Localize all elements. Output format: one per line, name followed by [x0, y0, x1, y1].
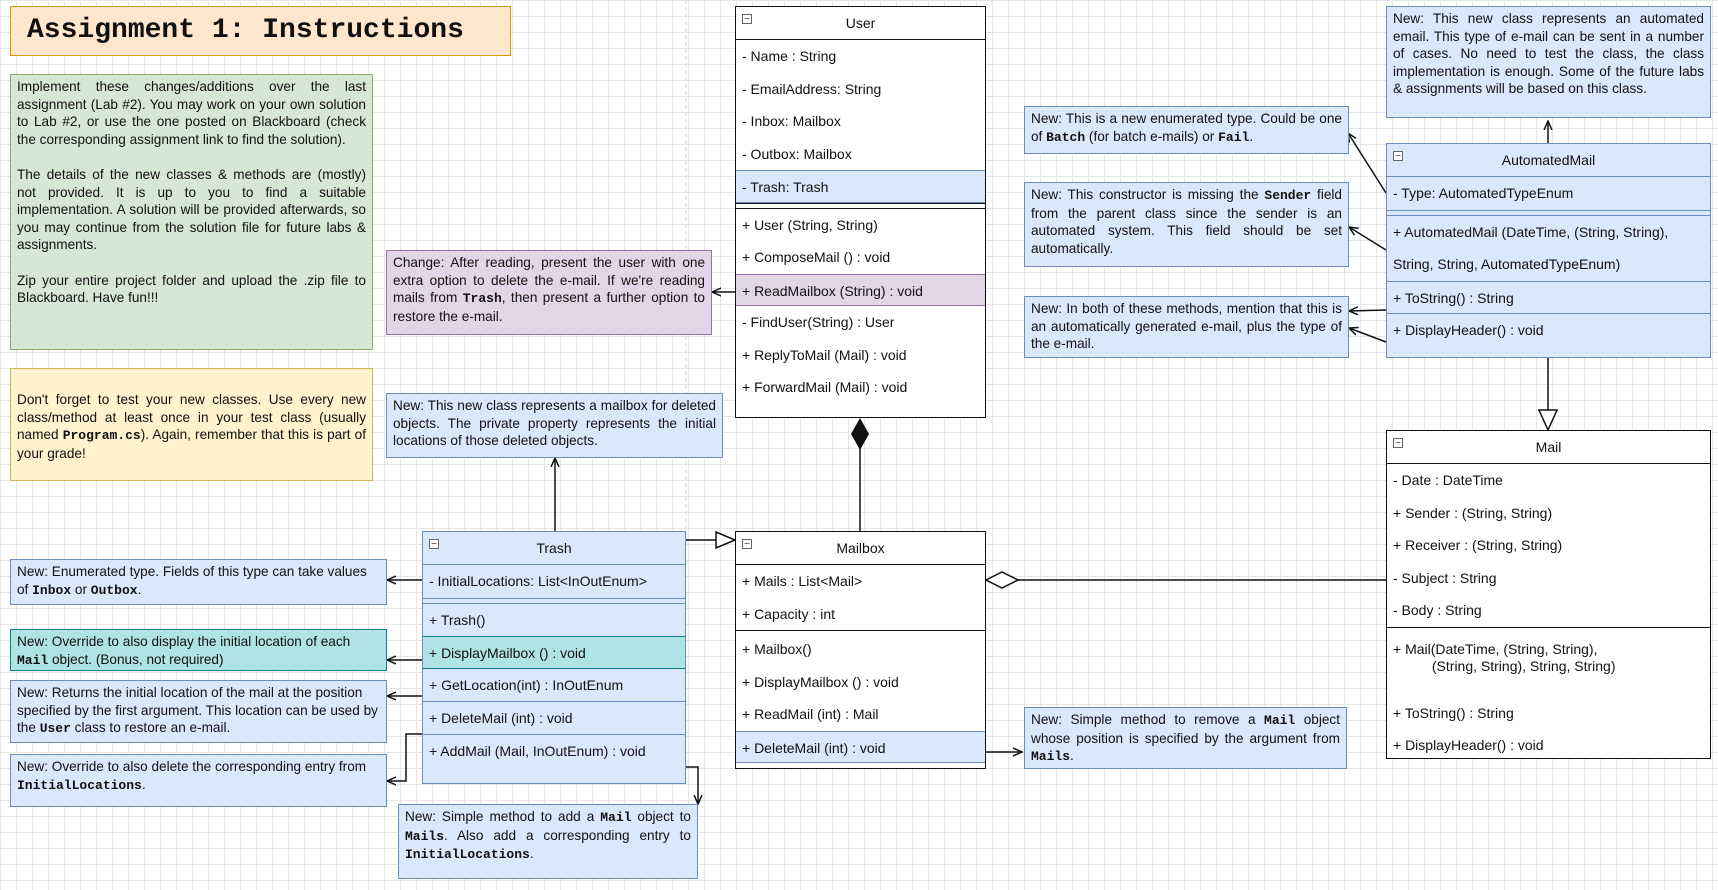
class-mail-name: Mail [1535, 439, 1562, 455]
trash-attr-initiallocations: - InitialLocations: List<InOutEnum> [429, 573, 647, 589]
mail-attr-date: - Date : DateTime [1393, 472, 1503, 488]
user-attr-name: - Name : String [742, 48, 837, 64]
instructions-paragraph-2: The details of the new classes & methods… [17, 167, 366, 252]
readmailbox-change-note: Change: After reading, present the user … [386, 250, 712, 335]
methods-note: New: In both of these methods, mention t… [1024, 296, 1349, 358]
collapse-icon[interactable]: − [429, 539, 439, 550]
trash-method-constructor: + Trash() [429, 611, 486, 628]
trash-method-addmail: + AddMail (Mail, InOutEnum) : void [423, 733, 685, 767]
user-method-composemail: + ComposeMail () : void [742, 249, 891, 265]
automatedmail-attr-type: - Type: AutomatedTypeEnum [1393, 185, 1574, 201]
mail-attr-body: - Body : String [1393, 602, 1482, 618]
mailbox-attr-capacity: + Capacity : int [742, 605, 835, 622]
instructions-paragraph-1: Implement these changes/additions over t… [17, 79, 366, 147]
user-attr-outbox: - Outbox: Mailbox [742, 145, 852, 162]
class-mailbox-name: Mailbox [836, 540, 885, 556]
class-mailbox[interactable]: − Mailbox + Mails : List<Mail> + Capacity… [735, 531, 986, 769]
instructions-paragraph-3: Zip your entire project folder and uploa… [17, 272, 366, 306]
mailbox-method-constructor: + Mailbox() [742, 641, 812, 657]
automatedmail-method-constructor-line1: + AutomatedMail (DateTime, (String, Stri… [1393, 223, 1669, 240]
mail-attr-subject: - Subject : String [1393, 569, 1497, 586]
automatedtypeenum-note: New: This is a new enumerated type. Coul… [1024, 106, 1349, 154]
automatedmail-method-displayheader: + DisplayHeader() : void [1387, 313, 1710, 346]
class-automatedmail-name: AutomatedMail [1501, 152, 1596, 168]
collapse-icon[interactable]: − [1393, 151, 1403, 162]
mailbox-method-readmail: + ReadMail (int) : Mail [742, 706, 879, 722]
collapse-icon[interactable]: − [1393, 438, 1403, 449]
separator [736, 630, 985, 633]
mail-attr-receiver: + Receiver : (String, String) [1393, 537, 1563, 553]
separator [423, 597, 685, 604]
class-automatedmail[interactable]: − AutomatedMail - Type: AutomatedTypeEnum… [1386, 143, 1711, 358]
user-method-constructor: + User (String, String) [742, 216, 878, 233]
class-mail[interactable]: − Mail - Date : DateTime + Sender : (Stri… [1386, 430, 1711, 759]
user-method-forwardmail: + ForwardMail (Mail) : void [742, 379, 908, 395]
collapse-icon[interactable]: − [742, 539, 752, 550]
trash-class-note: New: This new class represents a mailbox… [386, 393, 723, 458]
user-attr-trash: - Trash: Trash [736, 170, 985, 203]
mail-method-constructor: + Mail(DateTime, (String, String), (Stri… [1393, 640, 1616, 674]
mailbox-method-deletemail: + DeleteMail (int) : void [736, 730, 985, 763]
instructions-note: Implement these changes/additions over t… [10, 74, 373, 350]
displaymailbox-override-note: New: Override to also display the initia… [10, 629, 387, 671]
class-user-name: User [845, 15, 876, 31]
mail-attr-sender: + Sender : (String, String) [1393, 504, 1553, 521]
deletemail-override-note: New: Override to also delete the corresp… [10, 754, 387, 807]
mail-method-displayheader: + DisplayHeader() : void [1393, 737, 1544, 753]
separator [1387, 626, 1710, 631]
collapse-icon[interactable]: − [742, 14, 752, 25]
addmail-note: New: Simple method to add a Mail object … [398, 804, 698, 879]
class-trash-name: Trash [536, 540, 572, 556]
user-method-finduser: - FindUser(String) : User [742, 314, 895, 330]
separator [1387, 209, 1710, 216]
mailbox-method-displaymailbox: + DisplayMailbox () : void [742, 673, 899, 690]
trash-method-displaymailbox: + DisplayMailbox () : void [423, 636, 685, 669]
class-trash[interactable]: − Trash - InitialLocations: List<InOutEnu… [422, 531, 686, 784]
separator [736, 202, 985, 209]
class-user[interactable]: − User - Name : String - EmailAddress: St… [735, 6, 986, 418]
inoutenum-note: New: Enumerated type. Fields of this typ… [10, 559, 387, 605]
constructor-note: New: This constructor is missing the Sen… [1024, 182, 1349, 267]
automatedmail-class-note: New: This new class represents an automa… [1386, 6, 1711, 118]
reminder-note: Don't forget to test your new classes. U… [10, 368, 373, 481]
mailbox-attr-mails: + Mails : List<Mail> [742, 573, 863, 589]
user-method-replytomail: + ReplyToMail (Mail) : void [742, 346, 907, 363]
trash-method-getlocation: + GetLocation(int) : InOutEnum [429, 676, 624, 693]
user-attr-inbox: - Inbox: Mailbox [742, 113, 841, 129]
getlocation-note: New: Returns the initial location of the… [10, 680, 387, 743]
page-title: Assignment 1: Instructions [10, 6, 511, 56]
automatedmail-method-constructor-line2: String, String, AutomatedTypeEnum) [1393, 256, 1621, 272]
automatedmail-method-tostring: + ToString() : String [1387, 280, 1710, 314]
mailbox-deletemail-note: New: Simple method to remove a Mail obje… [1024, 707, 1347, 769]
user-method-readmailbox: + ReadMailbox (String) : void [736, 273, 985, 306]
trash-method-deletemail: + DeleteMail (int) : void [423, 701, 685, 734]
mail-method-tostring: + ToString() : String [1393, 704, 1514, 721]
user-attr-email: - EmailAddress: String [742, 80, 882, 97]
